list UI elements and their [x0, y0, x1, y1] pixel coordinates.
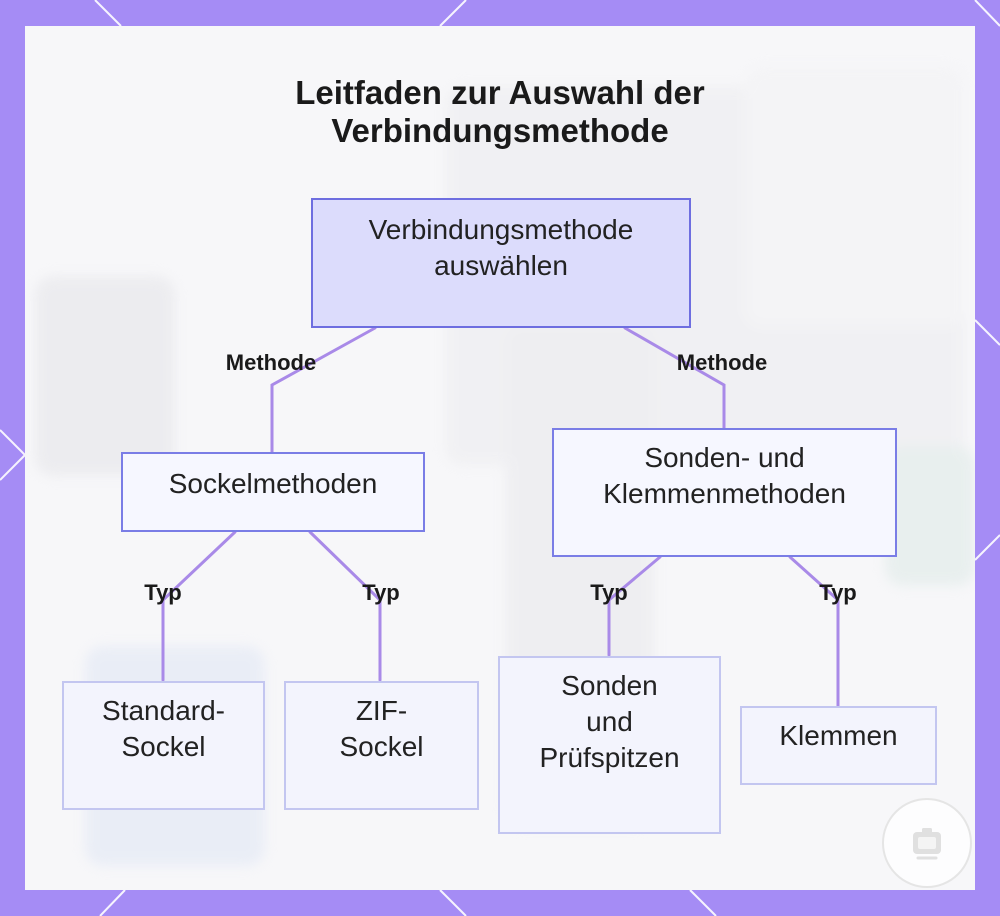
- edge-label-type-1: Typ: [144, 580, 182, 605]
- node-zif-socket: ZIF- Sockel: [284, 681, 479, 810]
- connector-socket-zif: [308, 530, 382, 682]
- edge-label-type-4: Typ: [819, 580, 857, 605]
- edge-label-method-right: Methode: [676, 350, 768, 375]
- node-standard-socket-line-1: Standard-: [102, 695, 225, 726]
- node-clamps-label: Klemmen: [779, 720, 898, 751]
- connector-root-probe: [623, 326, 726, 430]
- title-line-1: Leitfaden zur Auswahl der: [295, 74, 705, 111]
- edge-label-method-left: Methode: [225, 350, 317, 375]
- connector-probe-probes: [607, 555, 662, 657]
- node-socket-methods-label: Sockelmethoden: [168, 468, 378, 499]
- node-probe-clamp-line-2: Klemmenmethoden: [603, 478, 846, 509]
- connector-socket-standard: [161, 530, 237, 682]
- node-probes-tips-line-3: Prüfspitzen: [539, 742, 680, 773]
- node-probes-tips-line-1: Sonden: [561, 670, 658, 701]
- node-probes-tips: Sonden und Prüfspitzen: [498, 656, 721, 834]
- corner-badge: [882, 798, 972, 888]
- node-probes-tips-line-2: und: [586, 706, 633, 737]
- connector-root-socket: [270, 326, 377, 454]
- node-standard-socket: Standard- Sockel: [62, 681, 265, 810]
- chip-icon: [913, 828, 941, 860]
- node-probe-clamp-line-1: Sonden- und: [644, 442, 805, 473]
- node-clamps: Klemmen: [740, 706, 937, 785]
- node-probe-clamp-methods: Sonden- und Klemmenmethoden: [552, 428, 897, 557]
- edge-label-type-2: Typ: [362, 580, 400, 605]
- node-select-method: Verbindungsmethode auswählen: [311, 198, 691, 328]
- edge-label-type-3: Typ: [590, 580, 628, 605]
- node-zif-socket-line-2: Sockel: [339, 731, 424, 762]
- node-socket-methods: Sockelmethoden: [121, 452, 425, 532]
- connector-probe-clamps: [788, 555, 840, 708]
- node-select-method-line-2: auswählen: [434, 250, 568, 281]
- node-standard-socket-line-2: Sockel: [121, 731, 206, 762]
- diagram-title: Leitfaden zur Auswahl der Verbindungsmet…: [0, 74, 1000, 150]
- node-select-method-line-1: Verbindungsmethode: [368, 214, 634, 245]
- title-line-2: Verbindungsmethode: [331, 112, 669, 149]
- node-zif-socket-line-1: ZIF-: [355, 695, 408, 726]
